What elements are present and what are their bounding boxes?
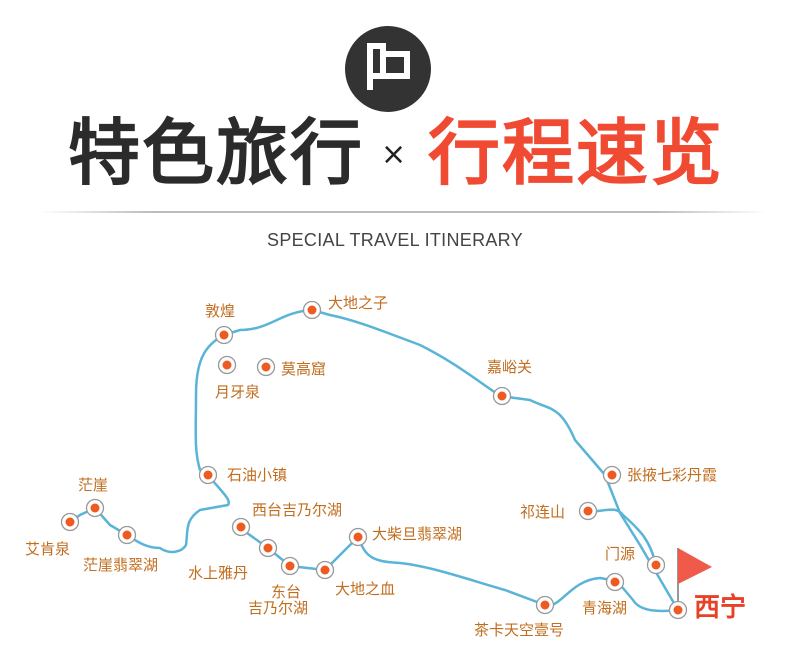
header-divider (40, 211, 766, 213)
stop-marker-qinghaihu (605, 572, 625, 592)
label-zhangye-danxia: 张掖七彩丹霞 (627, 466, 718, 484)
label-shuishang-yadan: 水上雅丹 (188, 564, 249, 582)
label-menyuan: 门源 (605, 545, 636, 563)
stop-markers (60, 300, 688, 620)
label-mangya-feicui: 茫崖翡翠湖 (83, 556, 159, 574)
title-times-sign: × (381, 137, 407, 172)
stop-marker-xitai-jinaier (231, 517, 251, 537)
stop-marker-shuishang-yadan (258, 538, 278, 558)
label-dunhuang: 敦煌 (205, 302, 236, 320)
stop-marker-mangya-feicui (117, 525, 137, 545)
label-qinghaihu: 青海湖 (582, 599, 628, 617)
stop-marker-jiayuguan (492, 386, 512, 406)
red-flag-icon (677, 548, 712, 602)
route-line (69, 308, 680, 613)
label-dachaidan: 大柴旦翡翠湖 (372, 525, 463, 543)
label-dadi-zhixue: 大地之血 (335, 580, 396, 598)
stop-marker-menyuan (646, 555, 666, 575)
label-shiyou-xiaozhen: 石油小镇 (227, 466, 288, 484)
destination-label: 西宁 (694, 593, 747, 623)
label-mangya: 茫崖 (78, 476, 109, 494)
stop-marker-yueyaquan (217, 355, 237, 375)
label-jiayuguan: 嘉峪关 (487, 358, 533, 376)
label-chaka: 茶卡天空壹号 (474, 621, 565, 639)
label-dongtai-line2: 吉乃尔湖 (248, 599, 309, 617)
stop-marker-chaka (535, 595, 555, 615)
label-dongtai-line1: 东台 (271, 583, 302, 601)
stop-marker-qilianshan (578, 501, 598, 521)
label-xitai-jinaier: 西台吉乃尔湖 (252, 501, 343, 519)
label-yueyaquan: 月牙泉 (215, 383, 261, 401)
stop-marker-mangya (85, 498, 105, 518)
subtitle: SPECIAL TRAVEL ITINERARY (267, 230, 523, 250)
flag-icon (367, 43, 410, 90)
title-itinerary-overview: 行程速览 (428, 111, 725, 195)
label-dadi-zhizi: 大地之子 (328, 294, 389, 312)
stop-marker-aikenquan (60, 512, 80, 532)
stop-marker-dachaidan (348, 527, 368, 547)
stop-marker-dongtai (280, 556, 300, 576)
stop-marker-shiyou-xiaozhen (198, 465, 218, 485)
stop-marker-dadi-zhixue (315, 560, 335, 580)
stop-marker-zhangye-danxia (602, 465, 622, 485)
stop-marker-dadi-zhizi (302, 300, 322, 320)
stop-marker-xining (668, 600, 688, 620)
label-aikenquan: 艾肯泉 (25, 540, 71, 558)
label-qilianshan: 祁连山 (520, 503, 566, 521)
stop-marker-dunhuang (214, 325, 234, 345)
title-special-travel: 特色旅行 (68, 111, 365, 195)
stop-marker-mogaoku (256, 357, 276, 377)
label-mogaoku: 莫高窟 (281, 360, 327, 378)
flag-badge (345, 26, 431, 112)
